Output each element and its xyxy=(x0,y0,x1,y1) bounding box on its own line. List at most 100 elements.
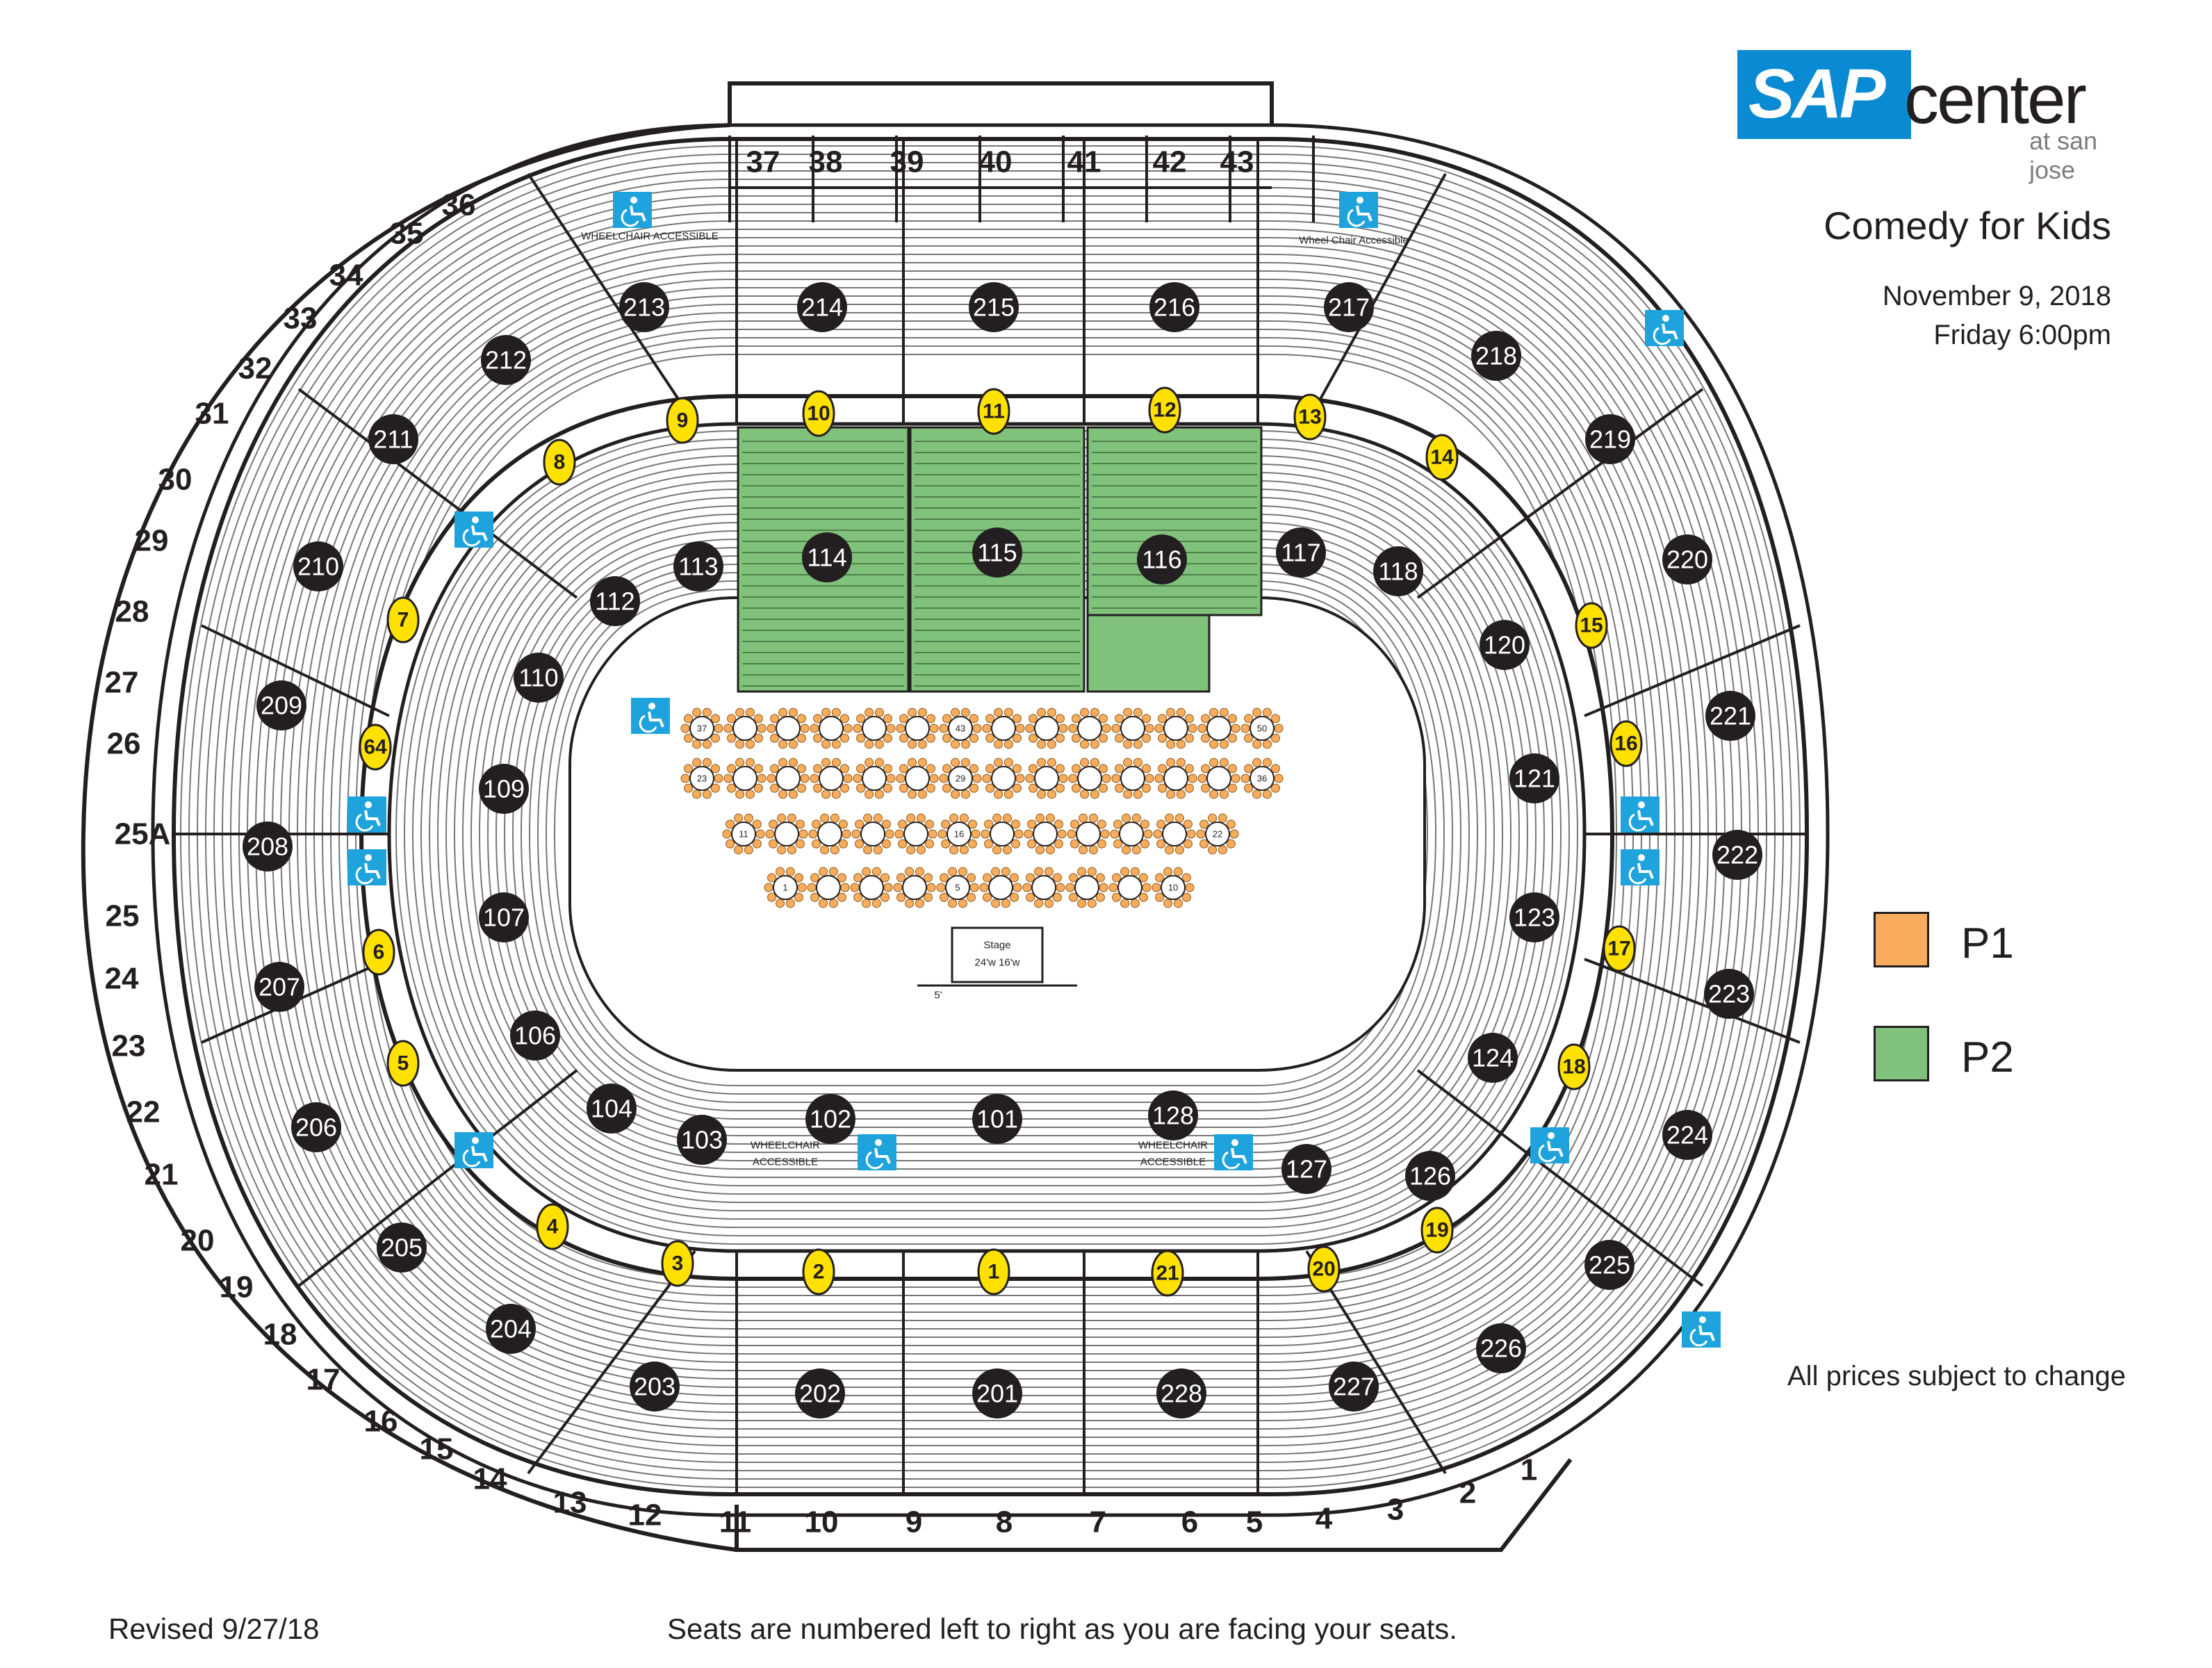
table[interactable] xyxy=(1197,758,1240,799)
table[interactable] xyxy=(764,867,807,908)
table[interactable] xyxy=(1111,708,1154,749)
suite-37[interactable]: 37 xyxy=(746,145,780,179)
section-115[interactable]: 115 xyxy=(972,528,1022,578)
section-211[interactable]: 211 xyxy=(368,414,418,464)
table[interactable] xyxy=(723,708,767,749)
section-228[interactable]: 228 xyxy=(1156,1368,1206,1418)
suite-2[interactable]: 2 xyxy=(1459,1476,1476,1510)
suite-18[interactable]: 18 xyxy=(263,1318,297,1352)
suite-35[interactable]: 35 xyxy=(390,217,424,251)
table[interactable] xyxy=(896,758,939,799)
section-203[interactable]: 203 xyxy=(630,1362,680,1412)
suite-9[interactable]: 9 xyxy=(906,1505,922,1539)
table[interactable] xyxy=(982,708,1025,749)
section-216[interactable]: 216 xyxy=(1149,282,1199,332)
suite-31[interactable]: 31 xyxy=(195,397,229,431)
suite-10[interactable]: 10 xyxy=(805,1505,839,1539)
suite-6[interactable]: 6 xyxy=(1181,1505,1198,1539)
section-213[interactable]: 213 xyxy=(619,282,669,332)
section-201[interactable]: 201 xyxy=(972,1368,1022,1418)
suite-39[interactable]: 39 xyxy=(890,145,924,179)
table[interactable] xyxy=(853,758,896,799)
suite-28[interactable]: 28 xyxy=(115,595,149,629)
section-118[interactable]: 118 xyxy=(1373,546,1423,596)
suite-11[interactable]: 11 xyxy=(719,1505,752,1539)
table[interactable] xyxy=(851,813,894,855)
table[interactable] xyxy=(1065,867,1108,908)
section-117[interactable]: 117 xyxy=(1276,528,1326,578)
table[interactable] xyxy=(1067,813,1110,855)
table[interactable] xyxy=(936,867,979,908)
section-225[interactable]: 225 xyxy=(1584,1240,1635,1290)
suite-36[interactable]: 36 xyxy=(442,188,476,222)
table[interactable] xyxy=(939,758,982,799)
table[interactable] xyxy=(1154,758,1197,799)
section-126[interactable]: 126 xyxy=(1405,1151,1455,1201)
suite-40[interactable]: 40 xyxy=(978,145,1013,179)
section-206[interactable]: 206 xyxy=(291,1102,341,1152)
table[interactable] xyxy=(981,813,1024,855)
table[interactable] xyxy=(1240,758,1284,799)
floor-section-116[interactable] xyxy=(1086,426,1263,616)
section-208[interactable]: 208 xyxy=(243,821,293,872)
table[interactable] xyxy=(1111,758,1154,799)
suite-14[interactable]: 14 xyxy=(473,1462,507,1496)
section-217[interactable]: 217 xyxy=(1324,282,1374,332)
suite-41[interactable]: 41 xyxy=(1067,145,1101,179)
section-218[interactable]: 218 xyxy=(1471,331,1521,381)
table[interactable] xyxy=(807,867,850,908)
table[interactable] xyxy=(680,758,723,799)
section-112[interactable]: 112 xyxy=(590,576,640,626)
suite-32[interactable]: 32 xyxy=(238,352,272,386)
suite-16[interactable]: 16 xyxy=(364,1405,398,1439)
table[interactable] xyxy=(767,708,810,749)
section-215[interactable]: 215 xyxy=(969,282,1019,332)
table[interactable] xyxy=(1024,813,1067,855)
suite-29[interactable]: 29 xyxy=(135,524,169,558)
suite-30[interactable]: 30 xyxy=(158,463,192,497)
suite-21[interactable]: 21 xyxy=(145,1158,179,1192)
table[interactable] xyxy=(1025,708,1068,749)
section-204[interactable]: 204 xyxy=(486,1304,536,1354)
table[interactable] xyxy=(1025,758,1068,799)
section-227[interactable]: 227 xyxy=(1329,1362,1379,1412)
suite-34[interactable]: 34 xyxy=(329,259,363,293)
table[interactable] xyxy=(982,758,1025,799)
section-109[interactable]: 109 xyxy=(479,764,529,814)
suite-22[interactable]: 22 xyxy=(126,1095,161,1129)
suite-12[interactable]: 12 xyxy=(628,1498,662,1532)
section-107[interactable]: 107 xyxy=(479,892,529,942)
suite-43[interactable]: 43 xyxy=(1220,145,1254,179)
table[interactable] xyxy=(680,708,723,749)
section-221[interactable]: 221 xyxy=(1705,691,1755,741)
suite-20[interactable]: 20 xyxy=(181,1224,215,1258)
section-116[interactable]: 116 xyxy=(1137,534,1187,584)
table[interactable] xyxy=(810,758,853,799)
suite-15[interactable]: 15 xyxy=(420,1432,454,1466)
section-120[interactable]: 120 xyxy=(1480,620,1530,670)
suite-8[interactable]: 8 xyxy=(996,1505,1013,1539)
section-219[interactable]: 219 xyxy=(1585,414,1635,464)
section-121[interactable]: 121 xyxy=(1509,753,1559,803)
section-104[interactable]: 104 xyxy=(587,1084,637,1134)
suite-33[interactable]: 33 xyxy=(284,302,318,336)
section-226[interactable]: 226 xyxy=(1476,1323,1526,1373)
table[interactable] xyxy=(1068,708,1111,749)
table[interactable] xyxy=(810,708,853,749)
table[interactable] xyxy=(937,813,981,855)
table[interactable] xyxy=(767,758,810,799)
table[interactable] xyxy=(1154,708,1197,749)
table[interactable] xyxy=(1108,867,1152,908)
table[interactable] xyxy=(1196,813,1239,855)
table[interactable] xyxy=(765,813,808,855)
section-209[interactable]: 209 xyxy=(256,680,306,730)
table[interactable] xyxy=(1068,758,1111,799)
suite-27[interactable]: 27 xyxy=(105,666,139,700)
section-210[interactable]: 210 xyxy=(293,541,343,591)
suite-3[interactable]: 3 xyxy=(1387,1493,1404,1527)
section-202[interactable]: 202 xyxy=(795,1368,845,1418)
section-101[interactable]: 101 xyxy=(972,1094,1022,1144)
section-102[interactable]: 102 xyxy=(805,1094,855,1144)
table[interactable] xyxy=(722,813,765,855)
table[interactable] xyxy=(1110,813,1153,855)
